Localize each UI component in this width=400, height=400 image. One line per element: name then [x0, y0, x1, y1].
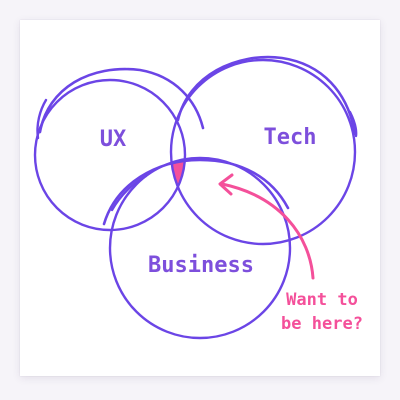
- callout-line-1: Want to: [286, 290, 358, 310]
- business-circle: [102, 156, 292, 340]
- ux-label: UX: [100, 127, 127, 152]
- callout-line-2: be here?: [281, 314, 363, 334]
- business-label: Business: [148, 253, 254, 278]
- ux-circle: [33, 67, 205, 232]
- cross-marker-icon: [186, 172, 208, 190]
- tech-circle: [169, 55, 358, 246]
- tech-label: Tech: [264, 125, 317, 150]
- callout-arrow: [218, 173, 315, 280]
